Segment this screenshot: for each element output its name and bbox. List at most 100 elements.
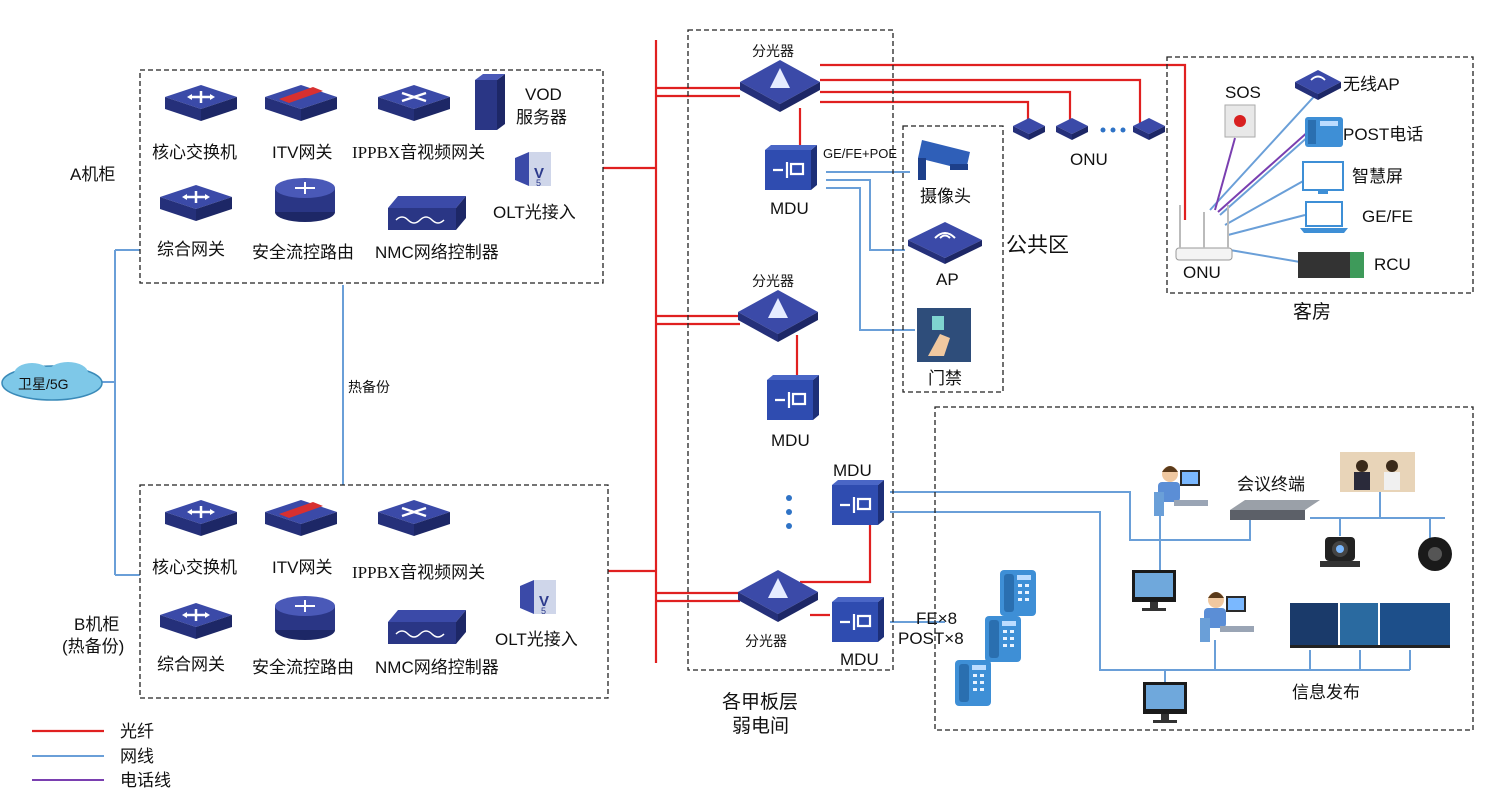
integrated-gateway-label: 综合网关 (157, 655, 225, 674)
core-switch-icon (163, 83, 239, 123)
cabinet-b-title-line1: B机柜 (74, 615, 119, 634)
cabinet-b-title-line2: (热备份) (62, 637, 124, 656)
cabinet-a: A机柜 核心交换机 ITV网关 IPPBX音视频网关 VOD 服务器 OLT光接… (70, 69, 604, 284)
access-control-label: 门禁 (928, 369, 962, 388)
satellite-label: 卫星/5G (18, 376, 69, 392)
splitter-icon-2 (738, 290, 818, 342)
olt-icon (520, 580, 556, 616)
ge-fe-label: GE/FE (1362, 207, 1413, 226)
itv-gateway-icon (265, 85, 337, 121)
poe-label: GE/FE+POE (823, 146, 897, 161)
desktop-pc-icon-2 (1143, 682, 1187, 723)
ip-phone-icon-1 (1000, 570, 1036, 616)
integrated-gateway-label: 综合网关 (157, 240, 225, 259)
mdu-icon-1 (763, 143, 819, 192)
olt-icon (515, 152, 551, 188)
mdu-label-3: MDU (833, 461, 872, 480)
guest-room-title: 客房 (1293, 301, 1331, 323)
operator-icon-2 (1200, 592, 1254, 642)
integrated-gateway-icon (158, 183, 234, 223)
wireless-ap-icon (1295, 70, 1341, 100)
hot-backup-label: 热备份 (348, 379, 390, 395)
conference-terminal-icon (1230, 500, 1320, 520)
info-publish-label: 信息发布 (1292, 683, 1360, 702)
rcu-label: RCU (1374, 255, 1411, 274)
network-cables (100, 89, 1445, 690)
security-router-icon (274, 177, 336, 223)
wireless-ap-label: 无线AP (1343, 75, 1400, 94)
guest-onu-label: ONU (1183, 263, 1221, 282)
mdu-icon-2 (765, 373, 821, 422)
cabinet-b: B机柜 (热备份) 核心交换机 ITV网关 IPPBX音视频网关 OLT光接入 … (62, 484, 609, 699)
splitter-label-2: 分光器 (752, 273, 794, 289)
vod-server-icon (475, 74, 505, 130)
mdu-icon-3 (830, 478, 886, 527)
onu-icon-1 (1013, 118, 1045, 140)
onu-icon-3 (1133, 118, 1165, 140)
security-router-icon (274, 595, 336, 641)
splitter-label-1: 分光器 (752, 43, 794, 59)
ip-phone-icon-2 (985, 616, 1021, 662)
weak-room-title-line2: 弱电间 (732, 715, 789, 737)
nmc-controller-icon (387, 609, 467, 645)
guest-room: SOS 无线AP POST电话 智慧屏 GE/FE (1166, 56, 1474, 323)
itv-gateway-label: ITV网关 (272, 558, 332, 577)
fiber-cables (603, 40, 1187, 663)
sos-button-icon (1224, 104, 1256, 138)
smart-screen-label: 智慧屏 (1352, 167, 1403, 186)
meeting-photo-icon (1340, 452, 1415, 492)
more-dots (786, 495, 792, 529)
mdu-label-2: MDU (771, 431, 810, 450)
rcu-icon (1298, 252, 1364, 278)
ippbx-gateway-icon (376, 498, 452, 538)
weak-room-title-line1: 各甲板层 (722, 691, 798, 713)
post-phone-icon (1305, 117, 1343, 147)
core-switch-label: 核心交换机 (152, 143, 237, 162)
ap-icon (908, 222, 982, 264)
satellite-cloud-icon (1, 362, 103, 401)
operator-icon-1 (1154, 466, 1208, 516)
legend: 光纤 网线 电话线 (32, 722, 171, 790)
security-router-label: 安全流控路由 (252, 658, 354, 677)
ippbx-gateway-label: IPPBX音视频网关 (352, 563, 485, 582)
mdu-label-4: MDU (840, 650, 879, 669)
splitter-label-3: 分光器 (745, 633, 787, 649)
itv-gateway-label: ITV网关 (272, 143, 332, 162)
conference-area: 会议终端 信息发布 (934, 406, 1474, 731)
conference-terminal-label: 会议终端 (1237, 475, 1305, 494)
nmc-label: NMC网络控制器 (375, 658, 499, 677)
core-switch-icon (163, 498, 239, 538)
desktop-pc-icon-1 (1132, 570, 1176, 611)
conference-speaker-icon (1418, 537, 1452, 571)
legend-fiber-label: 光纤 (120, 722, 154, 741)
onu-icon-2 (1056, 118, 1088, 140)
smart-screen-icon (1302, 161, 1344, 194)
public-area: 摄像头 AP 门禁 公共区 (902, 125, 1069, 393)
splitter-icon-3 (738, 570, 818, 622)
ptz-camera-icon (1320, 537, 1360, 567)
post-label: POST×8 (898, 629, 964, 648)
info-display-screens-icon (1290, 603, 1450, 648)
cabinet-a-title: A机柜 (70, 165, 115, 184)
legend-network-label: 网线 (120, 747, 154, 766)
access-control-icon (917, 308, 971, 362)
olt-label: OLT光接入 (493, 203, 576, 222)
ap-label: AP (936, 270, 959, 289)
public-area-title: 公共区 (1006, 234, 1069, 257)
mdu-icon-4 (830, 595, 886, 644)
olt-label: OLT光接入 (495, 630, 578, 649)
vod-label-line1: VOD (525, 85, 562, 104)
core-switch-label: 核心交换机 (152, 558, 237, 577)
mdu-label-1: MDU (770, 199, 809, 218)
onu-chain-label: ONU (1070, 150, 1108, 169)
ip-phone-icon-3 (955, 660, 991, 706)
itv-gateway-icon (265, 500, 337, 536)
onu-more-dots (1100, 127, 1126, 133)
onu-chain: ONU (1013, 118, 1165, 169)
nmc-label: NMC网络控制器 (375, 243, 499, 262)
onu-router-icon (1175, 205, 1233, 261)
legend-phone-label: 电话线 (120, 771, 171, 790)
camera-icon (918, 140, 970, 180)
camera-label: 摄像头 (920, 187, 971, 206)
